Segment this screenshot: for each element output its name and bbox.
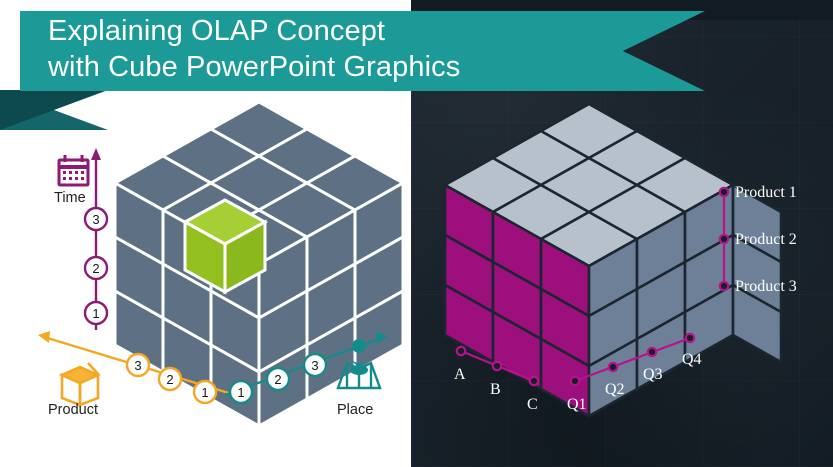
header-ribbon [20, 11, 705, 91]
axis-time[interactable]: Time 3 2 1 [54, 148, 109, 330]
axis-time-tick-3-label: 3 [92, 212, 99, 227]
axis-place[interactable]: Place 1 2 3 [224, 332, 388, 418]
axis-place-tick-3: 3 [302, 352, 328, 378]
axis-product-label: Product [48, 402, 98, 418]
abc-connector[interactable]: A B C [454, 345, 540, 413]
axis-product-tick-3-label: 3 [134, 358, 141, 373]
right-cube-right-faces [587, 183, 783, 418]
left-cube-right-faces [257, 180, 405, 429]
axis-time-tick-2: 2 [83, 255, 109, 281]
axis-time-label: Time [54, 190, 86, 206]
axis-product-tick-3: 3 [125, 352, 151, 378]
axis-product[interactable]: Product 3 2 1 [38, 331, 233, 418]
axis-place-tick-1: 1 [228, 379, 254, 405]
axis-product-tick-2-label: 2 [166, 372, 173, 387]
axis-product-tick-2: 2 [157, 366, 183, 392]
front-label-a: A [454, 366, 466, 383]
calendar-icon [57, 155, 90, 187]
axis-product-tick-1-label: 1 [201, 385, 208, 400]
front-label-b: B [490, 381, 501, 398]
axis-time-tick-3: 3 [83, 206, 109, 232]
box-icon [58, 362, 102, 407]
axis-product-tick-1: 1 [192, 379, 218, 405]
page-title: Explaining OLAP Concept with Cube PowerP… [48, 15, 461, 83]
quarter-label-q1: Q1 [567, 396, 587, 413]
axis-place-tick-2: 2 [265, 366, 291, 392]
quarter-label-q3: Q3 [643, 366, 663, 383]
product-label-3: Product 3 [735, 278, 797, 295]
front-label-c: C [527, 396, 538, 413]
quarter-connector[interactable]: Q1 Q2 Q3 Q4 [567, 332, 702, 413]
axis-time-tick-1-label: 1 [92, 306, 99, 321]
left-cube[interactable] [111, 100, 407, 429]
axis-time-tick-2-label: 2 [92, 261, 99, 276]
axis-time-tick-1: 1 [83, 300, 109, 326]
axis-place-tick-1-label: 1 [237, 385, 244, 400]
quarter-label-q2: Q2 [605, 381, 625, 398]
product-label-2: Product 2 [735, 231, 797, 248]
right-cube[interactable] [443, 102, 783, 418]
axis-place-tick-3-label: 3 [311, 358, 318, 373]
quarter-label-q4: Q4 [682, 351, 702, 368]
axis-place-label: Place [337, 402, 373, 418]
product-connector[interactable]: Product 1 Product 2 Product 3 [718, 184, 797, 295]
highlighted-cell[interactable] [181, 198, 269, 295]
axis-place-tick-2-label: 2 [274, 372, 281, 387]
map-pin-icon [336, 339, 382, 390]
product-label-1: Product 1 [735, 184, 797, 201]
